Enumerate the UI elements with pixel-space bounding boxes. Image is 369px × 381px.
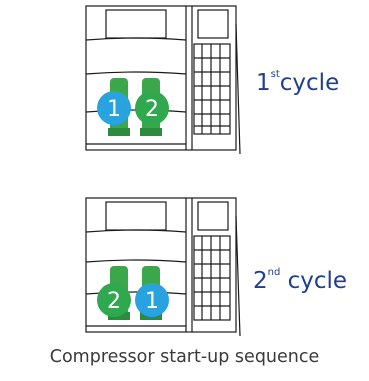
top-panel-right	[197, 9, 229, 39]
condensing-unit-cycle-1: 1 2	[84, 4, 244, 156]
svg-text:1: 1	[107, 97, 121, 122]
unit-diagram: 2 1	[85, 197, 241, 337]
top-panel-left	[105, 201, 167, 231]
figure-caption: Compressor start-up sequence	[49, 347, 320, 367]
cycle-2-label: 2nd cycle	[253, 267, 348, 294]
unit-diagram: 1 2	[85, 5, 241, 155]
top-panel-right	[197, 201, 229, 231]
cycle-ordinal-suffix: st	[270, 69, 280, 80]
cycle-number: 1	[256, 70, 271, 96]
cycle-1-label: 1stcycle	[256, 69, 340, 96]
order-badge-right: 2	[135, 91, 169, 125]
condensing-unit-cycle-2: 2 1	[84, 196, 244, 338]
cycle-number: 2	[253, 268, 268, 294]
cycle-word: cycle	[287, 268, 348, 294]
order-badge-left: 2	[97, 283, 131, 317]
svg-text:1: 1	[145, 289, 159, 314]
svg-text:2: 2	[145, 97, 159, 122]
order-badge-right: 1	[135, 283, 169, 317]
order-badge-left: 1	[97, 91, 131, 125]
svg-text:2: 2	[107, 289, 121, 314]
cycle-ordinal-suffix: nd	[267, 267, 281, 278]
top-panel-left	[105, 9, 167, 39]
cycle-word: cycle	[279, 70, 340, 96]
